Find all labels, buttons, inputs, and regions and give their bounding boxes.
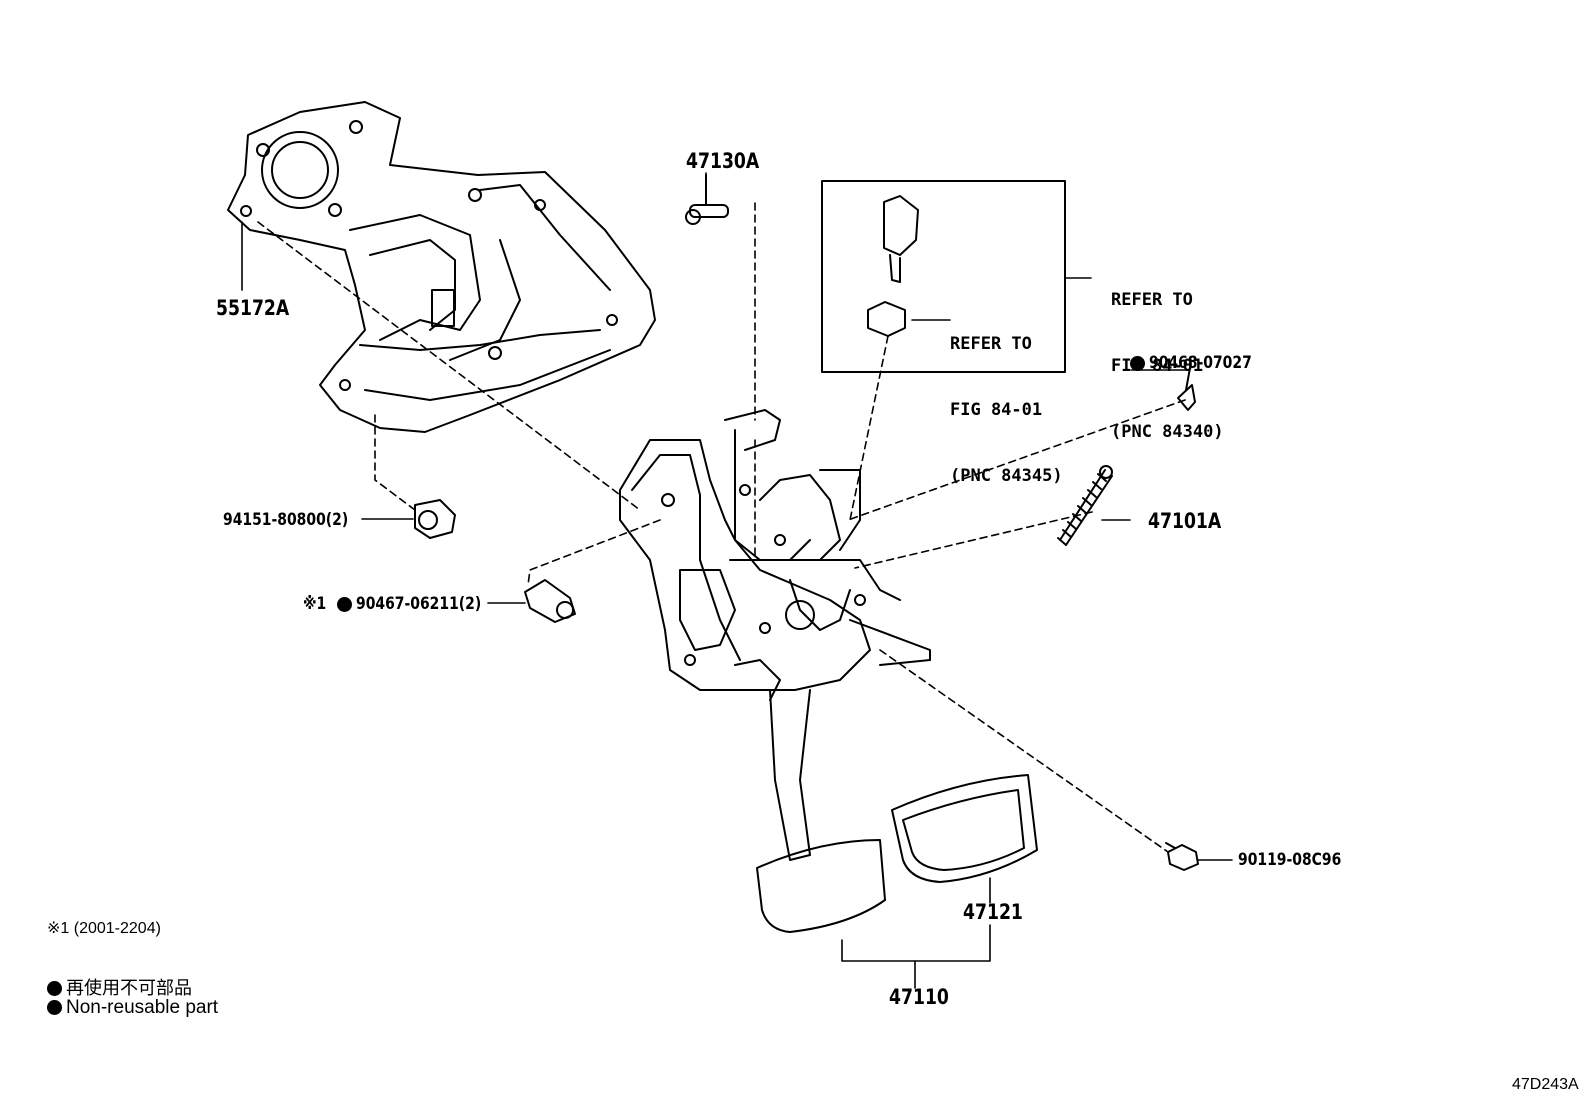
legend-en-text: Non-reusable part xyxy=(66,997,219,1018)
legend-jp: 再使用不可部品 xyxy=(47,974,192,1000)
bracket-55172A-drawing xyxy=(227,101,656,433)
refer-inner-line-2: FIG 84-01 xyxy=(950,400,1043,420)
pedal-47110-drawing xyxy=(756,689,1038,933)
part-label-94151-80800[interactable]: 94151-80800(2) xyxy=(223,510,349,530)
legend-jp-text: 再使用不可部品 xyxy=(66,978,192,998)
part-label-47101A[interactable]: 47101A xyxy=(1148,509,1222,533)
dashed-lines xyxy=(257,202,1186,853)
non-reusable-dot-icon xyxy=(47,1000,62,1015)
clip-90468-drawing xyxy=(1177,367,1196,411)
part-label-47110[interactable]: 47110 xyxy=(889,985,949,1009)
non-reusable-dot-icon xyxy=(1130,356,1145,371)
refer-inner-line-1: REFER TO xyxy=(950,334,1032,354)
bolt-90119-drawing xyxy=(1165,842,1199,871)
part-label-90467-06211[interactable]: 90467-06211(2) xyxy=(356,594,482,614)
refer-outer-line-1: REFER TO xyxy=(1111,290,1193,310)
non-reusable-dot-icon xyxy=(47,981,62,996)
part-label-47130A[interactable]: 47130A xyxy=(686,149,760,173)
pedal-support-drawing xyxy=(619,409,931,701)
part-label-90468-07027[interactable]: 90468-07027 xyxy=(1149,353,1252,373)
refer-inner-line-3: (PNC 84345) xyxy=(950,466,1063,486)
spring-47101A-drawing xyxy=(1057,465,1113,546)
leader-lines xyxy=(241,172,1233,989)
date-range-note: ※1 (2001-2204) xyxy=(47,920,161,937)
part-label-90119-08C96[interactable]: 90119-08C96 xyxy=(1238,850,1342,870)
refer-outer-block[interactable]: REFER TO FIG 84-01 (PNC 84340) xyxy=(1111,245,1224,465)
refer-outer-line-2: FIG 84-01 xyxy=(1111,356,1204,376)
refer-inner-block[interactable]: REFER TO FIG 84-01 (PNC 84345) xyxy=(950,289,1063,509)
nut-94151-drawing xyxy=(414,499,456,539)
non-reusable-dot-icon xyxy=(337,597,352,612)
part-label-90467-prefix: ※1 xyxy=(303,594,327,614)
part-label-55172A[interactable]: 55172A xyxy=(216,296,290,320)
legend-en: Non-reusable part xyxy=(47,997,218,1019)
figure-id: 47D243A xyxy=(1512,1076,1579,1093)
part-label-47121[interactable]: 47121 xyxy=(963,900,1023,924)
clip-90467-drawing xyxy=(524,579,576,623)
pin-47130A-drawing xyxy=(685,174,729,225)
refer-box-drawing xyxy=(821,180,1066,373)
refer-outer-line-3: (PNC 84340) xyxy=(1111,422,1224,442)
